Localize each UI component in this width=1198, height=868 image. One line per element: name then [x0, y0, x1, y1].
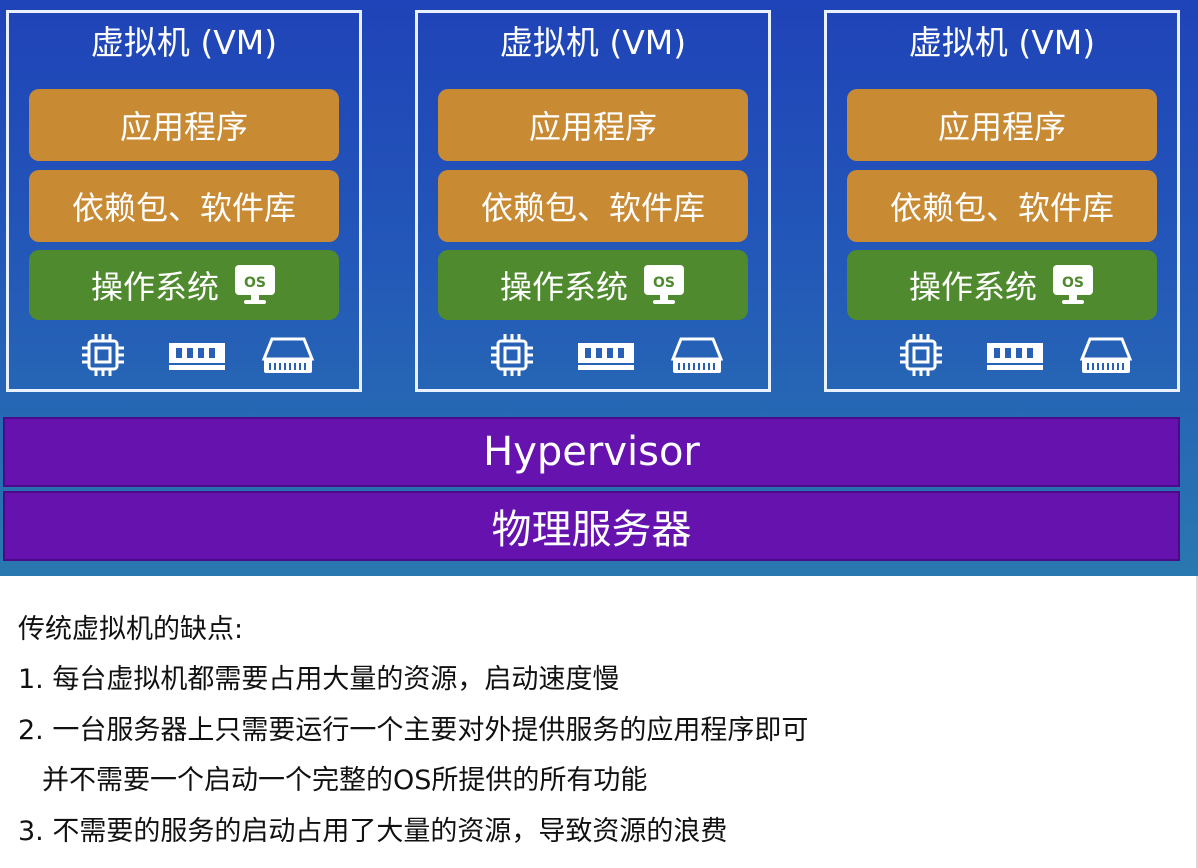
memory-icon	[985, 331, 1045, 379]
cpu-icon	[897, 331, 945, 379]
hard-disk-icon	[671, 331, 723, 379]
note-item: 1. 每台虚拟机都需要占用大量的资源，启动速度慢	[18, 664, 620, 695]
dependencies-layer: 依赖包、软件库	[847, 170, 1157, 242]
application-layer-label: 应用程序	[528, 108, 657, 146]
hypervisor-layer: Hypervisor	[3, 417, 1180, 487]
application-layer: 应用程序	[438, 89, 748, 161]
os-layer: 操作系统 OS	[29, 250, 339, 320]
cpu-icon	[488, 331, 536, 379]
vm-title: 虚拟机 (VM)	[90, 23, 278, 62]
os-layer-label: 操作系统	[90, 268, 219, 306]
dependencies-layer: 依赖包、软件库	[438, 170, 748, 242]
application-layer-label: 应用程序	[119, 108, 248, 146]
vm-box: 虚拟机 (VM) 应用程序 依赖包、软件库 操作系统 OS	[415, 10, 771, 392]
note-item: 3. 不需要的服务的启动占用了大量的资源，导致资源的浪费	[18, 816, 728, 847]
vm-title: 虚拟机 (VM)	[908, 23, 1096, 62]
os-badge-text: OS	[1062, 275, 1084, 291]
os-monitor-icon: OS	[1051, 263, 1095, 307]
os-badge-text: OS	[653, 275, 675, 291]
vm-box: 虚拟机 (VM) 应用程序 依赖包、软件库 操作系统 OS	[6, 10, 362, 392]
hard-disk-icon	[262, 331, 314, 379]
note-item-continuation: 并不需要一个启动一个完整的OS所提供的所有功能	[42, 765, 648, 796]
application-layer: 应用程序	[29, 89, 339, 161]
hard-disk-icon	[1080, 331, 1132, 379]
os-layer: 操作系统 OS	[438, 250, 748, 320]
vm-architecture-diagram: 虚拟机 (VM) 应用程序 依赖包、软件库 操作系统 OS	[0, 0, 1198, 576]
physical-server-layer: 物理服务器	[3, 491, 1180, 561]
vm-box: 虚拟机 (VM) 应用程序 依赖包、软件库 操作系统 OS	[824, 10, 1180, 392]
note-item: 2. 一台服务器上只需要运行一个主要对外提供服务的应用程序即可	[18, 715, 809, 746]
memory-icon	[576, 331, 636, 379]
os-layer-label: 操作系统	[499, 268, 628, 306]
hardware-row	[29, 331, 339, 379]
os-layer: 操作系统 OS	[847, 250, 1157, 320]
physical-server-label: 物理服务器	[491, 507, 692, 553]
hypervisor-label: Hypervisor	[483, 429, 700, 475]
vm-title: 虚拟机 (VM)	[499, 23, 687, 62]
os-monitor-icon: OS	[642, 263, 686, 307]
os-layer-label: 操作系统	[908, 268, 1037, 306]
application-layer: 应用程序	[847, 89, 1157, 161]
dependencies-layer-label: 依赖包、软件库	[889, 189, 1114, 227]
dependencies-layer-label: 依赖包、软件库	[71, 189, 296, 227]
hardware-row	[847, 331, 1157, 379]
hardware-row	[438, 331, 748, 379]
os-badge-text: OS	[244, 275, 266, 291]
os-monitor-icon: OS	[233, 263, 277, 307]
memory-icon	[167, 331, 227, 379]
dependencies-layer-label: 依赖包、软件库	[480, 189, 705, 227]
cpu-icon	[79, 331, 127, 379]
right-edge-divider	[1196, 576, 1198, 868]
application-layer-label: 应用程序	[937, 108, 1066, 146]
dependencies-layer: 依赖包、软件库	[29, 170, 339, 242]
notes-heading: 传统虚拟机的缺点:	[18, 614, 244, 645]
